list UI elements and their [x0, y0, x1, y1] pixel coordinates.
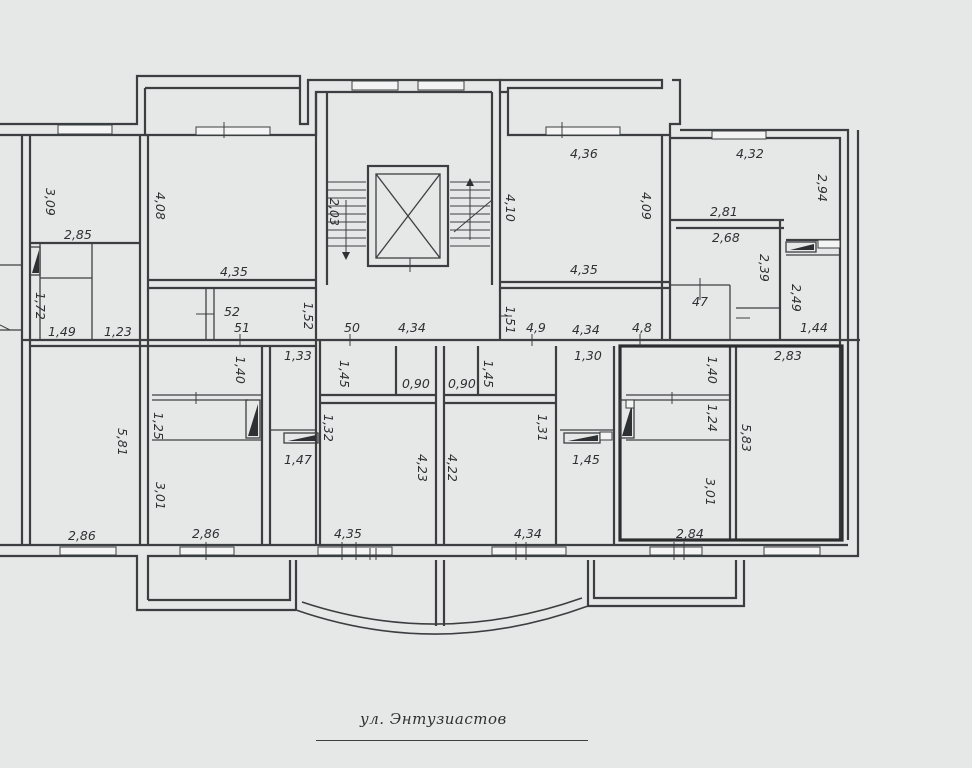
curved-balcony: [295, 597, 589, 635]
dim-label: 4,35: [570, 262, 598, 277]
dim-label: 2,84: [676, 526, 704, 541]
dim-label: 1,40: [705, 356, 720, 384]
dim-label: 0,90: [402, 376, 430, 391]
dim-label: 0,90: [448, 376, 476, 391]
stairwell: [328, 164, 493, 272]
dim-label: 1,45: [337, 360, 352, 388]
dim-label: 4,10: [503, 194, 518, 222]
dim-label: 3,09: [43, 188, 58, 216]
dim-label: 2,68: [712, 230, 740, 245]
door-marks: [195, 122, 750, 560]
dim-label: 4,35: [220, 264, 248, 279]
dim-label: 2,86: [68, 528, 96, 543]
dim-label: 4,09: [639, 192, 654, 220]
dim-label: 4,34: [514, 526, 542, 541]
dim-label: 1,72: [33, 292, 48, 320]
dim-label: 1,49: [48, 324, 76, 339]
dim-label: 1,44: [800, 320, 828, 335]
dim-label: 2,39: [757, 254, 772, 282]
dim-label: 47: [692, 294, 708, 309]
dim-label: 4,34: [398, 320, 426, 335]
windows: [57, 80, 821, 556]
dim-label: 4,34: [572, 322, 600, 337]
dim-label: 2,85: [64, 227, 92, 242]
dim-label: 1,25: [151, 412, 166, 440]
dim-label: 51: [234, 320, 250, 335]
dim-label: 1,23: [104, 324, 132, 339]
dim-label: 2,81: [710, 204, 738, 219]
dim-label: 2,86: [192, 526, 220, 541]
dim-label: 5,83: [739, 424, 754, 452]
dim-label: 4,9: [526, 320, 546, 335]
dim-label: 1,47: [284, 452, 312, 467]
dim-label: 1,40: [233, 356, 248, 384]
dim-label: 1,32: [321, 414, 336, 442]
dim-label: 1,31: [535, 414, 550, 442]
dim-label: 1,52: [301, 302, 316, 330]
dim-label: 1,30: [574, 348, 602, 363]
dim-label: 5,81: [115, 428, 130, 456]
street-label: ул. Энтузиастов: [360, 710, 507, 728]
dim-label: 4,22: [445, 454, 460, 482]
dim-label: 52: [224, 304, 240, 319]
dim-label: 50: [344, 320, 360, 335]
highlighted-apartment: [618, 344, 844, 542]
dim-label: 4,23: [415, 454, 430, 482]
dim-label: 4,35: [334, 526, 362, 541]
dim-label: 4,36: [570, 146, 598, 161]
dimension-labels: 3,09 2,85 1,72 1,49 1,23 4,08 4,35 52 51…: [33, 146, 830, 543]
dim-label: 2,49: [789, 284, 804, 312]
shaft-marks: [0, 239, 841, 444]
dim-label: 4,08: [153, 192, 168, 220]
dim-label: 2,94: [815, 174, 830, 202]
dim-label: 1,24: [705, 404, 720, 432]
dim-label: 1,45: [572, 452, 600, 467]
dim-label: 4,32: [736, 146, 764, 161]
dim-label: 4,8: [632, 320, 652, 335]
interior-walls: [0, 135, 860, 545]
dim-label: 1,33: [284, 348, 312, 363]
dim-label: 3,01: [153, 482, 168, 510]
dim-label: 1,45: [481, 360, 496, 388]
dim-label: 2,03: [327, 198, 342, 226]
dim-label: 3,01: [703, 478, 718, 506]
street-underline: [316, 740, 588, 741]
dim-label: 2,83: [774, 348, 802, 363]
dim-label: 1,51: [503, 306, 518, 334]
